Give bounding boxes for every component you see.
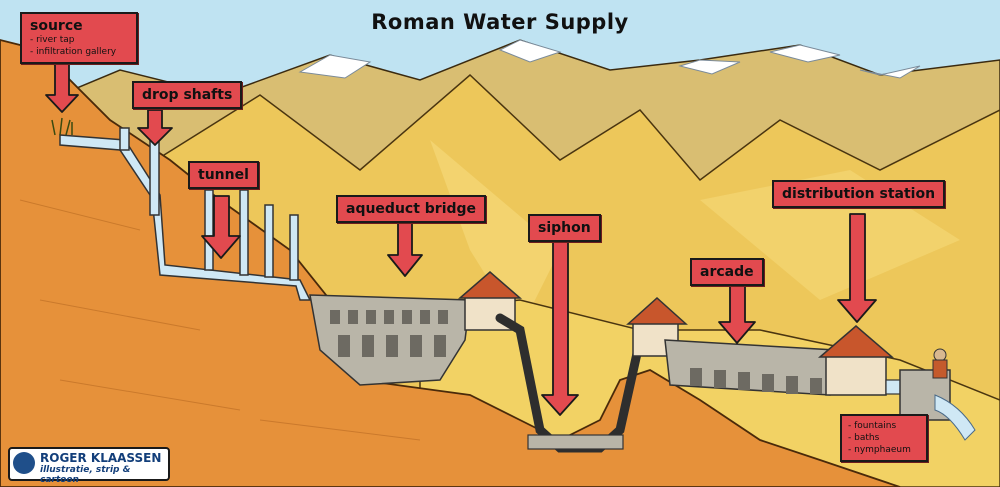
outlet-fountains: - fountains [848,421,897,431]
source-item-infiltration-gallery: - infiltration gallery [30,47,117,58]
arrow-source [45,59,79,113]
label-distribution-station: distribution station [772,180,946,209]
arrow-arcade [718,281,756,344]
label-aqueduct-bridge: aqueduct bridge [336,195,487,224]
label-drop-shafts: drop shafts [132,81,243,110]
arrow-siphon [541,235,579,416]
label-source: source - river tap - infiltration galler… [20,12,138,65]
signature-seal-icon [13,452,35,474]
label-outlets: - fountains - baths - nymphaeum [840,414,928,463]
label-tunnel: tunnel [188,161,259,190]
fountain [899,348,976,441]
source-item-river-tap: - river tap [30,35,75,46]
outlet-nymphaeum: - nymphaeum [848,445,911,456]
source-grass [51,117,73,136]
label-siphon: siphon [528,214,601,243]
snow-caps [298,39,921,79]
label-arcade: arcade [690,258,764,287]
page-title: Roman Water Supply [371,10,629,34]
label-source-text: source [30,18,83,34]
distribution-house [817,325,917,396]
siphon-bridge [527,434,624,450]
arrow-distribution [837,213,877,323]
outlet-baths: - baths [848,433,880,444]
credit-name: ROGER KLAASSEN [40,451,162,465]
aqueduct-bridge-structure [309,294,471,386]
arrow-tunnel [201,195,241,259]
credit-tagline: illustratie, strip & cartoon [40,465,131,485]
tunnel-channel [59,127,312,301]
credit-badge: ROGER KLAASSEN illustratie, strip & cart… [8,447,170,485]
arrow-drop-shafts [137,109,173,146]
arcade-structure [664,339,836,396]
